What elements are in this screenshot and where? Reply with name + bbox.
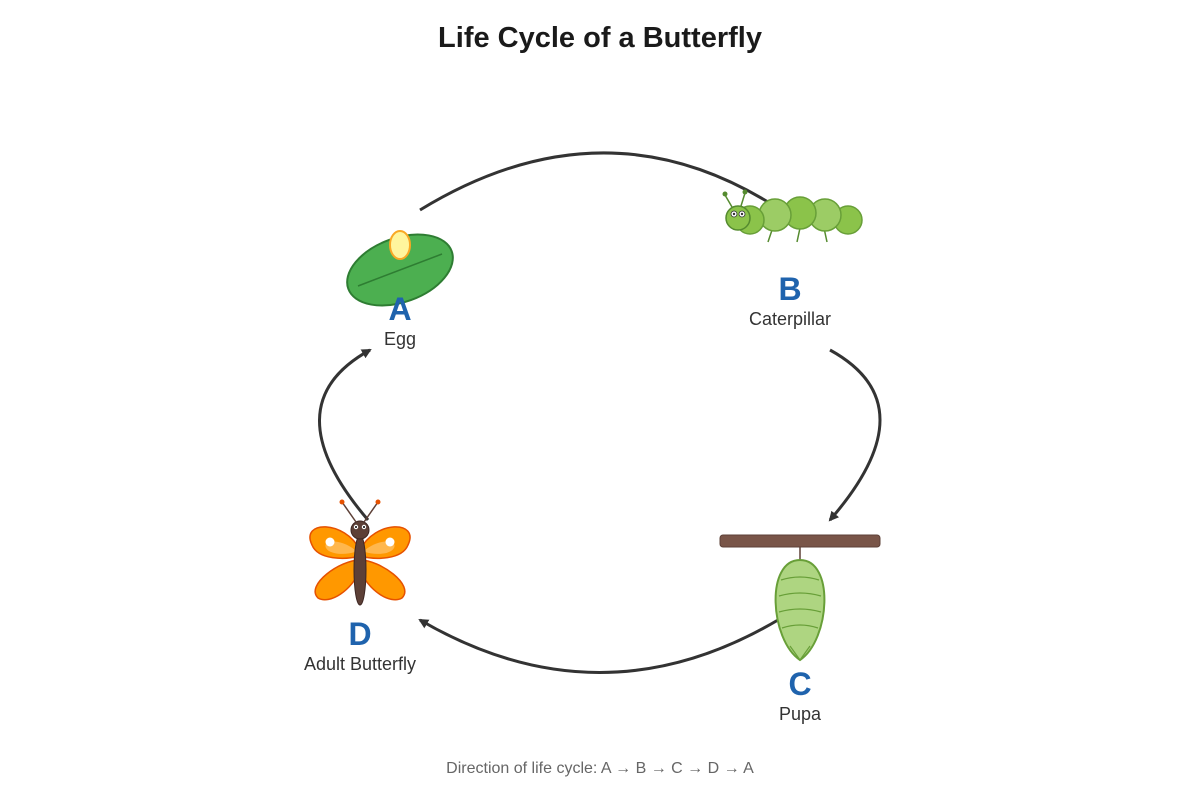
arrow-d-to-a [318,348,372,521]
cycle-direction-caption: Direction of life cycle: A → B → C → D →… [446,760,754,777]
arrow-c-to-d [418,618,779,674]
egg-on-leaf-icon [346,230,454,307]
caterpillar-icon [722,189,863,243]
stage-letter-d: D [348,616,371,652]
butterfly-icon [309,499,411,606]
arrow-b-to-c [828,348,882,522]
stage-name-adult-butterfly: Adult Butterfly [304,654,416,674]
stage-letter-a: A [388,291,411,327]
stage-letter-c: C [788,666,811,702]
stage-name-pupa: Pupa [779,704,822,724]
stage-name-caterpillar: Caterpillar [749,309,831,329]
pupa-icon [719,534,881,662]
arrow-a-to-b [419,151,769,212]
page-title: Life Cycle of a Butterfly [438,22,762,54]
stage-letter-b: B [778,271,801,307]
stage-name-egg: Egg [384,329,416,349]
